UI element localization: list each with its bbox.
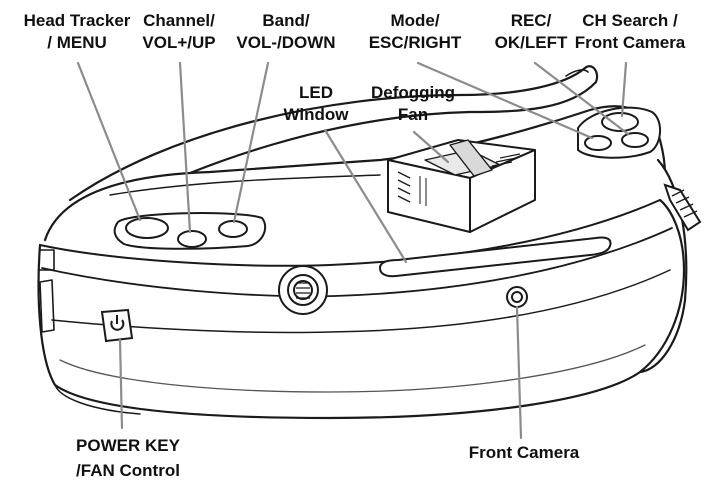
label-front-camera-line1: Front Camera <box>468 443 580 462</box>
label-led-window-line1: LED <box>299 83 333 102</box>
right-antenna <box>663 183 702 232</box>
power-icon <box>110 319 125 331</box>
label-channel-line2: VOL+/UP <box>142 33 216 52</box>
label-led-window-line2: Window <box>283 105 349 124</box>
channel-button <box>177 230 207 248</box>
label-power-key-line2: /FAN Control <box>76 461 180 480</box>
label-head-tracker-line1: Head Tracker <box>23 11 131 30</box>
leader-defogging-fan <box>412 130 450 164</box>
label-rec: REC/ OK/LEFT <box>486 10 576 54</box>
label-band-line2: VOL-/DOWN <box>236 33 336 52</box>
label-band: Band/ VOL-/DOWN <box>226 10 346 54</box>
ch-search-button <box>601 112 639 132</box>
label-band-line1: Band/ <box>262 11 310 30</box>
leader-power-key <box>118 338 124 430</box>
label-mode-line1: Mode/ <box>390 11 440 30</box>
fan-housing-side <box>469 149 536 233</box>
label-power-key: POWER KEY /FAN Control <box>66 433 190 483</box>
leader-rec <box>533 61 630 136</box>
label-ch-search-line1: CH Search / <box>582 11 678 30</box>
label-head-tracker: Head Tracker / MENU <box>2 10 152 54</box>
band-button <box>218 220 248 238</box>
label-power-key-line1: POWER KEY <box>76 436 180 455</box>
label-channel-line1: Channel/ <box>143 11 215 30</box>
label-channel: Channel/ VOL+/UP <box>124 10 234 54</box>
label-rec-line1: REC/ <box>510 11 552 30</box>
label-defogging-fan: Defogging Fan <box>358 82 468 126</box>
label-defogging-fan-line2: Fan <box>397 105 429 124</box>
head-tracker-button <box>125 217 169 239</box>
left-side-slot <box>39 249 55 271</box>
label-ch-search: CH Search / Front Camera <box>566 10 694 54</box>
leader-ch-search <box>620 61 628 118</box>
label-mode: Mode/ ESC/RIGHT <box>360 10 470 54</box>
label-mode-line2: ESC/RIGHT <box>368 33 462 52</box>
leader-head-tracker <box>76 61 142 222</box>
leader-led-window <box>323 128 408 264</box>
label-led-window: LED Window <box>270 82 362 126</box>
head-strap <box>68 65 599 220</box>
label-ch-search-line2: Front Camera <box>574 33 686 52</box>
mode-button <box>584 135 612 151</box>
leader-front-camera <box>515 305 523 440</box>
leader-mode <box>416 61 594 140</box>
label-head-tracker-line2: / MENU <box>47 33 107 52</box>
label-front-camera: Front Camera <box>462 442 586 464</box>
label-rec-line2: OK/LEFT <box>494 33 568 52</box>
leader-band <box>232 61 270 224</box>
power-key <box>100 308 134 343</box>
label-defogging-fan-line1: Defogging <box>370 83 456 102</box>
leader-channel <box>178 61 192 234</box>
led-window <box>378 236 612 278</box>
rec-button <box>621 132 649 148</box>
